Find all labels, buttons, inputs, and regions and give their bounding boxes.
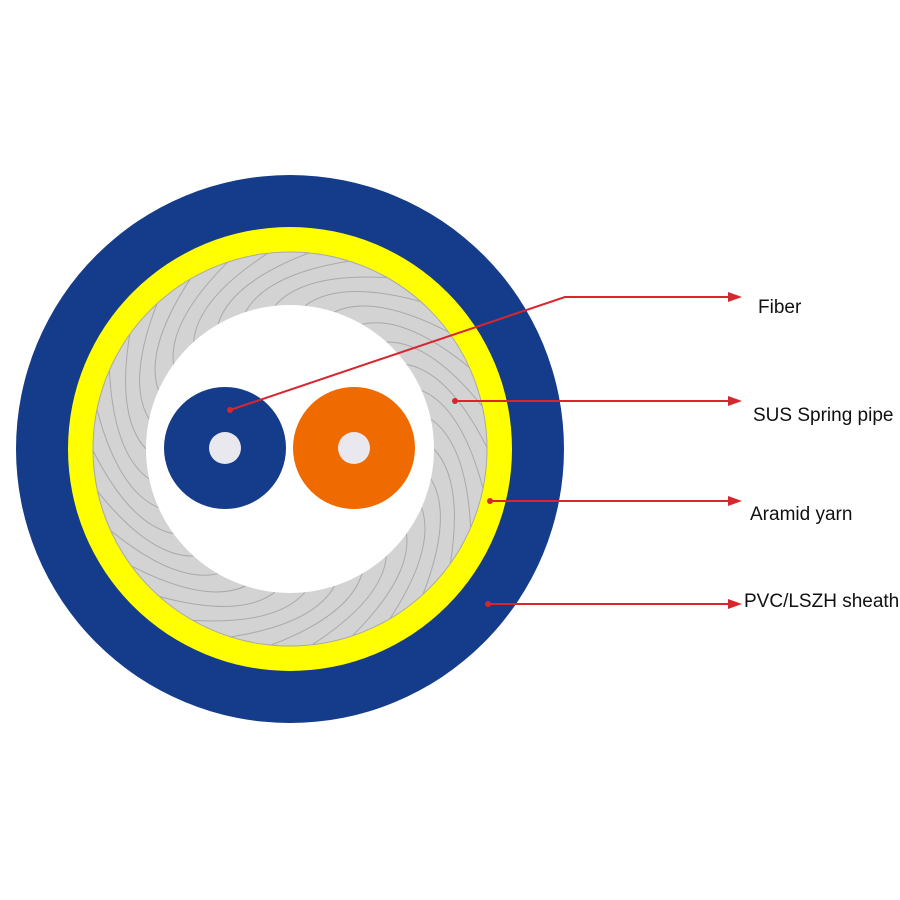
arrow-head-icon: [728, 292, 742, 302]
fiber-leader: [227, 292, 742, 413]
spring-coil: [352, 533, 408, 637]
spring-coil: [193, 252, 269, 343]
spring-coil: [274, 276, 388, 307]
spring-coil: [92, 450, 174, 535]
spring-coil: [245, 260, 350, 313]
spring-coil: [131, 565, 246, 593]
spring-coil: [422, 478, 441, 595]
spring-pipe-coils: [92, 252, 488, 646]
arrow-head-icon: [728, 396, 742, 406]
spring-coil: [108, 370, 150, 480]
spring-coil: [139, 303, 158, 420]
arrow-head-icon: [728, 496, 742, 506]
fiber-blue-core: [209, 432, 241, 464]
spring-coil: [230, 585, 335, 638]
spring-coil: [125, 334, 147, 450]
spring-coil: [96, 409, 159, 509]
spring-coil: [110, 530, 219, 576]
spring-coil: [97, 491, 194, 557]
fiber-orange-core: [338, 432, 370, 464]
arrow-head-icon: [728, 599, 742, 609]
fiber-label: Fiber: [758, 297, 802, 318]
spring-coil: [192, 591, 306, 622]
aramid-yarn-label: Aramid yarn: [750, 504, 853, 525]
leader-lines: [227, 292, 742, 609]
sheath-leader: [485, 599, 742, 609]
spring-coil: [421, 389, 484, 489]
spring-coil: [172, 261, 228, 365]
spring-coil: [270, 573, 363, 646]
spring-coil: [334, 305, 449, 333]
spring-coil: [406, 363, 488, 448]
spring-coil: [217, 252, 310, 325]
spring-coil: [154, 278, 191, 391]
spring-coil: [386, 341, 483, 407]
spring-coil: [433, 448, 455, 564]
inner-space: [146, 305, 434, 593]
spring-coil: [430, 418, 472, 528]
spring-coil: [159, 591, 276, 607]
aramid-yarn-leader: [487, 496, 742, 506]
spring-pipe-label: SUS Spring pipe: [753, 405, 894, 426]
sheath-label: PVC/LSZH sheath: [744, 591, 900, 612]
spring-coil: [361, 322, 470, 368]
spring-coil: [311, 555, 387, 646]
spring-pipe-leader: [452, 396, 742, 406]
spring-coil: [389, 507, 426, 620]
spring-coil: [304, 291, 421, 307]
